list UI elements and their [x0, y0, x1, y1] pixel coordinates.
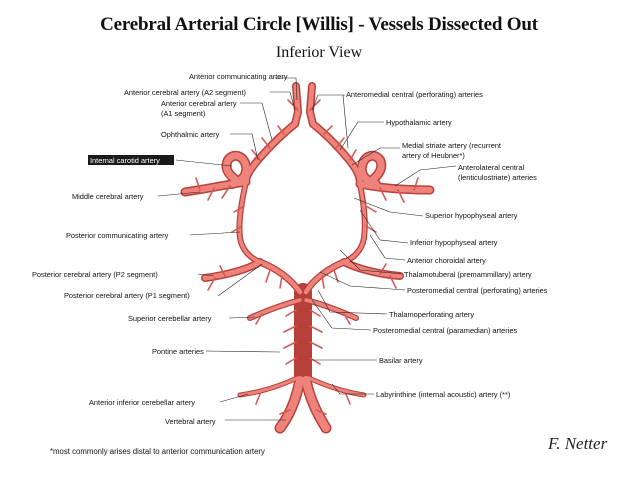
label-aica: Anterior inferior cerebellar artery: [89, 398, 195, 407]
label-anterolateral: Anterolateral central: [458, 163, 524, 172]
label-inf-hypophyseal: Inferior hypophyseal artery: [410, 238, 498, 247]
label-hypothalamic: Hypothalamic artery: [386, 118, 452, 127]
label-sup-hypophyseal: Superior hypophyseal artery: [425, 211, 518, 220]
label-anteromedial: Anteromedial central (perforating) arter…: [346, 90, 483, 99]
label-aca-a1: Anterior cerebral artery: [161, 99, 237, 108]
label-posteromedial-perf: Posteromedial central (perforating) arte…: [407, 286, 548, 295]
label-acomm: Anterior communicating artery: [189, 72, 288, 81]
label-aca-a1-seg: (A1 segment): [161, 109, 205, 118]
label-labyrinthine: Labyrinthine (internal acoustic) artery …: [376, 390, 510, 399]
ica-label-highlight: [88, 155, 174, 165]
artist-signature: F. Netter: [548, 434, 608, 453]
label-basilar: Basilar artery: [379, 356, 423, 365]
label-aca-a2: Anterior cerebral artery (A2 segment): [124, 88, 246, 97]
label-anterolateral-b: (lenticulostriate) arteries: [458, 173, 537, 182]
label-sca: Superior cerebellar artery: [128, 314, 212, 323]
label-medial-striate: Medial striate artery (recurrent: [402, 141, 501, 150]
footnote: *most commonly arises distal to anterior…: [50, 447, 265, 456]
label-pcomm: Posterior communicating artery: [66, 231, 169, 240]
page-subtitle: Inferior View: [275, 44, 363, 61]
label-vertebral: Vertebral artery: [165, 417, 216, 426]
label-pca-p2: Posterior cerebral artery (P2 segment): [32, 270, 158, 279]
label-pontine: Pontine arteries: [152, 347, 204, 356]
label-posteromedial-para: Posteromedial central (paramedian) arter…: [373, 326, 517, 335]
label-thalamotuberal: Thalamotuberal (premammillary) artery: [404, 270, 532, 279]
leader-lines: [157, 77, 457, 421]
label-medial-striate-b: artery of Heubner*): [402, 151, 465, 160]
label-pca-p1: Posterior cerebral artery (P1 segment): [64, 291, 190, 300]
page-title: Cerebral Arterial Circle [Willis] - Vess…: [100, 14, 538, 35]
artery-illustration: [180, 82, 435, 434]
label-ica: Internal carotid artery: [90, 156, 160, 165]
label-ophthalmic: Ophthalmic artery: [161, 130, 220, 139]
label-mca: Middle cerebral artery: [72, 192, 144, 201]
label-thalamoperforating: Thalamoperforating artery: [389, 310, 474, 319]
label-ant-choroidal: Anterior choroidal artery: [407, 256, 486, 265]
perforator-branches: [195, 99, 419, 415]
left-labels: Anterior cerebral artery (A2 segment) An…: [32, 88, 246, 426]
right-labels: Anterior communicating artery Anteromedi…: [189, 72, 548, 399]
